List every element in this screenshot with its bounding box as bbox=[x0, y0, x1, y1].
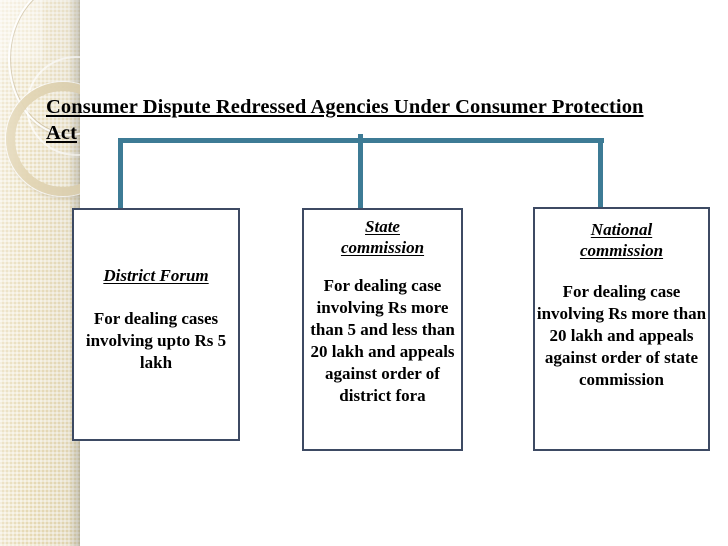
box-state-commission-heading: State commission bbox=[304, 216, 461, 258]
connector-vertical-district bbox=[118, 138, 123, 210]
box-national-commission-body: For dealing case involving Rs more than … bbox=[536, 282, 707, 389]
box-national-commission: National commission For dealing case inv… bbox=[533, 207, 710, 451]
box-district-forum-heading: District Forum bbox=[103, 266, 209, 285]
decorative-ring-thick-icon bbox=[6, 82, 80, 196]
connector-vertical-national bbox=[598, 138, 603, 210]
decorative-side-panel bbox=[0, 0, 80, 546]
connector-vertical-state bbox=[358, 134, 363, 210]
box-state-commission-heading-line1: State bbox=[365, 217, 400, 236]
box-state-commission-heading-line2: commission bbox=[340, 238, 425, 257]
decorative-panel-shading bbox=[0, 0, 80, 546]
box-national-commission-heading-line2: commission bbox=[579, 241, 664, 260]
box-district-forum: District Forum For dealing cases involvi… bbox=[72, 208, 240, 441]
box-national-commission-heading: National commission bbox=[535, 219, 708, 261]
box-state-commission: State commission For dealing case involv… bbox=[302, 208, 463, 451]
page-title: Consumer Dispute Redressed Agencies Unde… bbox=[46, 96, 644, 144]
box-national-commission-heading-line1: National bbox=[590, 220, 653, 239]
box-state-commission-body: For dealing case involving Rs more than … bbox=[310, 276, 455, 405]
box-district-forum-body: For dealing cases involving upto Rs 5 la… bbox=[85, 309, 227, 372]
